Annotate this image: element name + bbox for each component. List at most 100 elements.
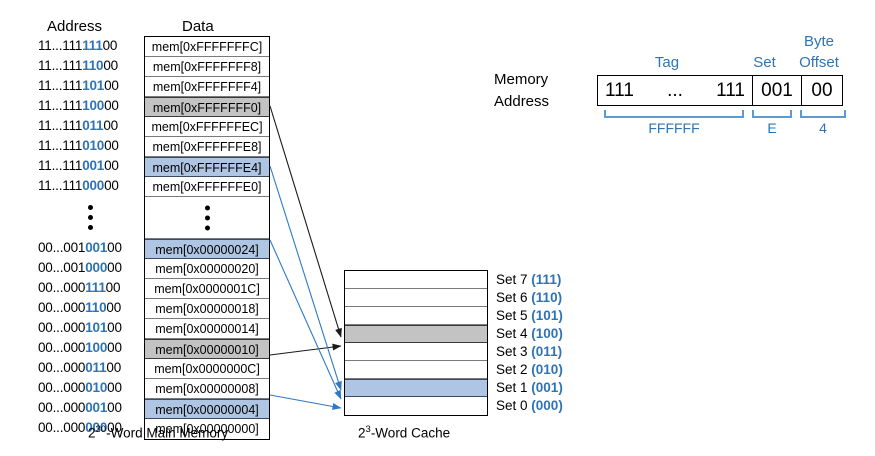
address-offset-bits: 00 [107, 320, 122, 335]
memory-cell-value: mem[0x00000008] [155, 382, 259, 396]
cache-set-bits: (110) [531, 290, 563, 305]
memory-row: mem[0x0000001C] [145, 279, 269, 299]
memory-address-value: 00...00000100 [38, 398, 143, 418]
main-memory-caption-base: 2 [88, 425, 96, 441]
cache-caption-base: 2 [358, 425, 366, 441]
address-offset-bits: 00 [104, 158, 119, 173]
tag-brace [604, 110, 744, 118]
set-brace [752, 110, 792, 118]
cache-set-name: Set 2 [496, 362, 528, 377]
address-set-bits: 110 [85, 300, 107, 315]
memory-row: mem[0x00000024] [145, 239, 269, 259]
address-tag-bits: 00...000 [38, 340, 86, 355]
memory-row: mem[0xFFFFFFE4] [145, 157, 269, 177]
address-offset-bits: 00 [107, 420, 122, 435]
cache-set-name: Set 7 [496, 272, 528, 287]
cache-set-row [345, 361, 487, 379]
memory-row: mem[0x00000018] [145, 299, 269, 319]
cache-set-row [345, 379, 487, 397]
memory-ellipsis-row [145, 197, 269, 239]
address-offset-bits: 00 [106, 300, 122, 315]
memory-cell-value: mem[0x0000001C] [154, 282, 260, 296]
memory-address-value: 00...00011100 [38, 278, 143, 298]
memory-address-value: 11...11110100 [38, 76, 143, 96]
memory-cell-value: mem[0xFFFFFFEC] [151, 120, 263, 134]
main-memory-caption-text: -Word Main Memory [106, 425, 229, 441]
address-tag-bits: 11...111 [38, 98, 83, 113]
memory-address-value: 00...00000000 [38, 418, 143, 438]
cache-caption-text: -Word Cache [370, 425, 451, 441]
address-set-bits: 101 [85, 320, 108, 335]
cache-caption: 23-Word Cache [358, 424, 450, 441]
address-tag-bits: 11...111 [38, 158, 83, 173]
address-offset-bits: 00 [107, 260, 122, 275]
address-set-bits: 001 [82, 158, 105, 173]
address-tag-bits: 00...000 [38, 400, 86, 415]
address-offset-bits: 00 [107, 380, 122, 395]
memory-cell-value: mem[0xFFFFFFF4] [152, 80, 262, 94]
address-offset-bits: 00 [104, 78, 119, 93]
memory-cell-value: mem[0x00000014] [155, 322, 259, 336]
cache-set-row [345, 397, 487, 415]
set-hex-label: E [767, 120, 777, 136]
memory-cell-value: mem[0xFFFFFFE8] [152, 140, 262, 154]
offset-hex-label: 4 [819, 120, 827, 136]
memory-address-value: 11...11111000 [38, 56, 143, 76]
memory-cell-value: mem[0x00000020] [155, 262, 259, 276]
cache-set-label: Set 5 (101) [496, 307, 563, 325]
memory-row: mem[0xFFFFFFF0] [145, 97, 269, 117]
cache-set-label: Set 1 (001) [496, 379, 563, 397]
address-set-bits: 011 [82, 118, 104, 133]
cache-set-name: Set 1 [496, 380, 528, 395]
memory-address-value: 11...11100100 [38, 156, 143, 176]
memory-address-field-box: 111 ... 111 001 00 [597, 75, 843, 106]
memory-address-label-line2: Address [494, 93, 550, 110]
memory-row: mem[0x00000014] [145, 319, 269, 339]
address-tag-bits: 11...111 [38, 118, 83, 133]
memory-address-value: 11...11111100 [38, 36, 143, 56]
address-ellipsis-icon [38, 205, 143, 230]
memory-cell-value: mem[0x00000018] [155, 302, 259, 316]
memory-cell-value: mem[0xFFFFFFE0] [152, 180, 262, 194]
tag-field-title: Tag [654, 54, 680, 71]
cache-set-row [345, 307, 487, 325]
memory-address-value: 00...00100000 [38, 258, 143, 278]
memory-address-value: 00...00001100 [38, 358, 143, 378]
address-set-bits: 001 [85, 400, 108, 415]
cache-set-row [345, 289, 487, 307]
cache-set-bits: (011) [531, 344, 563, 359]
address-tag-bits: 11...111 [38, 138, 83, 153]
address-offset-bits: 00 [103, 58, 118, 73]
main-memory-caption: 230-Word Main Memory [88, 424, 228, 441]
cache-set-label: Set 7 (111) [496, 271, 561, 289]
tag-bits-right: 111 [716, 79, 745, 101]
address-set-bits: 010 [85, 380, 108, 395]
memory-address-value: 11...11101100 [38, 116, 143, 136]
memory-cell-value: mem[0x0000000C] [154, 362, 260, 376]
memory-row: mem[0x00000020] [145, 259, 269, 279]
set-field-title: Set [753, 54, 776, 71]
address-tag-bits: 11...111 [38, 58, 83, 73]
memory-row: mem[0xFFFFFFF4] [145, 77, 269, 97]
memory-address-value: 11...11101000 [38, 136, 143, 156]
address-offset-bits: 00 [103, 118, 118, 133]
memory-address-value: 11...11100000 [38, 176, 143, 196]
cache-set-row [345, 325, 487, 343]
cache-set-row [345, 343, 487, 361]
address-set-bits: 011 [85, 360, 107, 375]
tag-hex-label: FFFFFF [648, 120, 700, 136]
memory-row: mem[0xFFFFFFF8] [145, 57, 269, 77]
cache-set-name: Set 0 [496, 398, 528, 413]
cache-set-name: Set 6 [496, 290, 528, 305]
offset-field-title: Offset [799, 54, 839, 71]
address-tag-bits: 00...000 [38, 420, 86, 435]
byte-field-title: Byte [803, 33, 834, 50]
cache-set-label: Set 3 (011) [496, 343, 562, 361]
address-tag-bits: 00...000 [38, 320, 86, 335]
tag-bits-ellipsis: ... [667, 79, 683, 101]
address-set-bits: 111 [85, 280, 106, 295]
data-column-header: Data [182, 18, 214, 35]
cache-set-bits: (101) [531, 308, 563, 323]
memory-row: mem[0xFFFFFFE0] [145, 177, 269, 197]
